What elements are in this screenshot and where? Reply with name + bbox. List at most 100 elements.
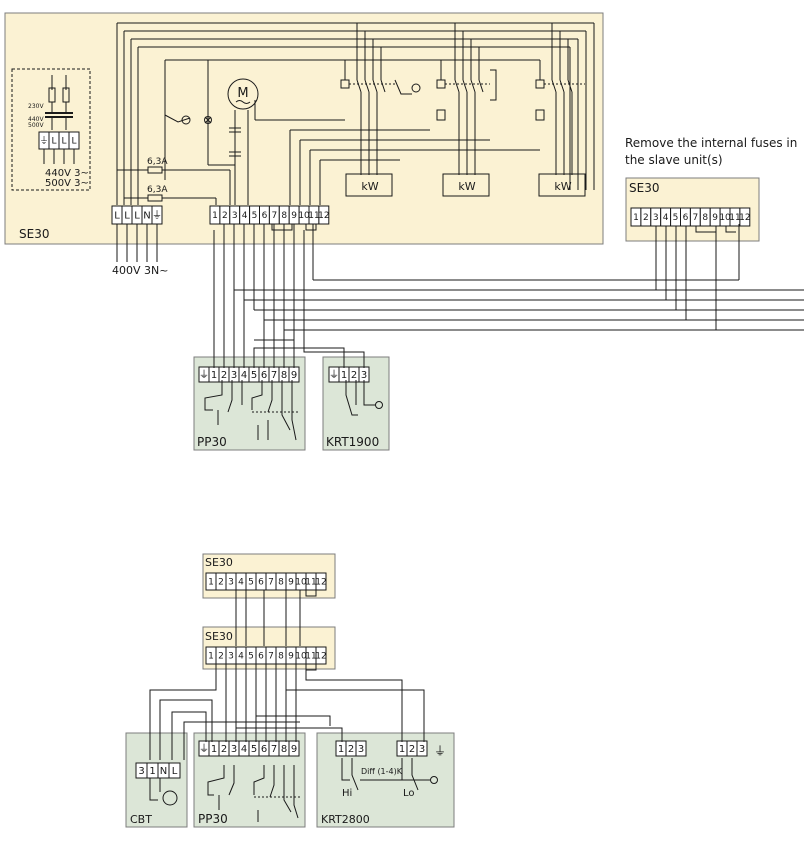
se30-lower-b-terminal-strip-terminal-label: 12 [315,652,326,662]
krt2800-earth-icon: ⏚ [434,744,446,758]
transformer-terminal-strip-terminal-label: L [51,137,56,147]
transformer-option-box [11,68,91,191]
motor-icon [227,78,259,110]
slave-note-line1: Remove the internal fuses in [625,136,797,150]
transformer-terminal-strip-terminal-label: L [71,137,76,147]
se30-main-power-strip-terminal-label: L [114,211,120,222]
se30-internal-wiring [116,22,595,231]
pp30-bottom-terminal-strip-terminal-label: 9 [291,744,297,755]
se30-main-terminal-strip-terminal-label: 9 [291,211,297,221]
pp30-bottom-terminal-strip-terminal-label: 6 [261,744,267,755]
se30-lower-a-terminal-strip-terminal-label: 10 [295,578,307,588]
pp30-bottom-terminal-strip-terminal-label: 8 [281,744,287,755]
transformer-terminal-strip-terminal-label: ⏚ [39,136,48,147]
krt2800-terminal-strip-b-terminal-2 [416,740,428,757]
krt2800-diff-label: Diff (1-4)K [361,767,403,776]
se30-lower-b-terminal-strip-terminal-label: 1 [208,652,214,662]
se30-lower-a-terminal-strip-terminal-11 [315,572,327,591]
se30-lower-b-terminal-strip-terminal-label: 5 [248,652,254,662]
se30-main-terminal-strip-terminal-label: 5 [252,211,258,221]
heater-3 [538,173,586,197]
se30-slave-terminal-strip-terminal-label: 8 [702,213,708,223]
pp30-bottom-terminal-strip-terminal-label: 7 [271,744,277,755]
transformer-outputs [43,149,75,164]
supply-label: 400V 3N~ [112,264,168,277]
krt2800-terminal-strip-a-terminal-label: 2 [348,744,354,755]
se30-slave-label: SE30 [629,181,659,195]
se30-main-terminal-strip-terminal-label: 6 [262,211,268,221]
se30-lower-b-terminal-strip-terminal-label: 4 [238,652,244,662]
se30-slave-terminal-strip-terminal-label: 7 [692,213,698,223]
se30-slave-terminal-strip-terminal-label: 6 [683,213,689,223]
se30-lower-a-label: SE30 [205,556,233,569]
pp30-bottom-terminal-strip-terminal-label: 5 [251,744,257,755]
heater-2-label: kW [458,180,475,193]
se30-slave-terminal-strip-terminal-label: 9 [712,213,718,223]
pp30-top-terminal-strip-terminal-label: 5 [251,370,257,381]
se30-main-power-strip-terminal-label: L [134,211,140,222]
krt2800-terminal-strip-b-terminal-label: 1 [399,744,405,755]
fuse-1 [147,166,163,174]
pp30-top-terminal-strip-terminal-label: 3 [231,370,237,381]
lower-wiring [149,590,438,822]
se30-lower-b-terminal-strip-terminal-label: 2 [218,652,224,662]
slave-note-line2: the slave unit(s) [625,153,723,167]
pp30-top-terminal-strip-terminal-label: 8 [281,370,287,381]
krt2800-terminal-strip-a-terminal-label: 1 [338,744,344,755]
pp30-top-terminal-strip-terminal-label: ⏚ [199,369,209,381]
se30-lower-b-terminal-strip-terminal-label: 9 [288,652,294,662]
inter-unit-bus [213,224,804,368]
pp30-bottom-label: PP30 [198,812,228,826]
se30-lower-b-terminal-strip-terminal-label: 7 [268,652,274,662]
pp30-top-terminal-strip-terminal-label: 7 [271,370,277,381]
pp30-top-terminal-strip-terminal-label: 9 [291,370,297,381]
cbt-terminal-strip-terminal-label: L [172,766,178,777]
pp30-top-terminal-strip-terminal-label: 2 [221,370,227,381]
transformer-terminal-strip-terminal-label: L [61,137,66,147]
se30-lower-a-terminal-strip-terminal-label: 5 [248,578,254,588]
transformer-caption-440: 440V 3~ [45,168,89,179]
se30-lower-a-terminal-strip-terminal-label: 1 [208,578,214,588]
se30-main-terminal-strip-terminal-label: 8 [281,211,287,221]
krt1900-terminal-strip-terminal-label: 3 [361,370,367,381]
se30-slave-terminal-strip-terminal-label: 10 [719,213,731,223]
se30-slave-terminal-strip-terminal-label: 2 [643,213,649,223]
transformer-440v: 440V [28,116,44,123]
se30-lower-b-terminal-strip-terminal-label: 6 [258,652,264,662]
se30-main-power-strip-terminal-label: ⏚ [152,210,162,222]
se30-main-terminal-strip-terminal-11 [318,205,330,225]
se30-lower-a-terminal-strip-terminal-label: 11 [305,578,316,588]
pp30-top-terminal-strip-terminal-label: 6 [261,370,267,381]
se30-slave-terminal-strip-terminal-11 [739,207,751,227]
se30-slave-terminal-strip-terminal-label: 4 [663,213,669,223]
se30-main-terminal-strip-terminal-label: 2 [222,211,228,221]
se30-lower-a-terminal-strip-terminal-label: 3 [228,578,234,588]
cbt-terminal-strip-terminal-label: N [160,766,167,777]
se30-lower-b-terminal-strip-terminal-label: 8 [278,652,284,662]
se30-lower-b-terminal-strip-terminal-label: 10 [295,652,307,662]
cbt-terminal-strip-terminal-3 [168,762,181,779]
krt1900-terminal-strip-terminal-label: 1 [341,370,347,381]
heater-1-label: kW [361,180,378,193]
se30-main-terminal-strip-terminal-label: 1 [212,211,218,221]
krt2800-terminal-strip-a-terminal-2 [355,740,367,757]
se30-lower-b-terminal-strip-terminal-label: 11 [305,652,316,662]
transformer-500v: 500V [28,122,44,129]
transformer-symbol [45,75,73,130]
pp30-bottom-terminal-strip-terminal-label: 4 [241,744,247,755]
pp30-bottom-terminal-strip-terminal-label: 2 [221,744,227,755]
